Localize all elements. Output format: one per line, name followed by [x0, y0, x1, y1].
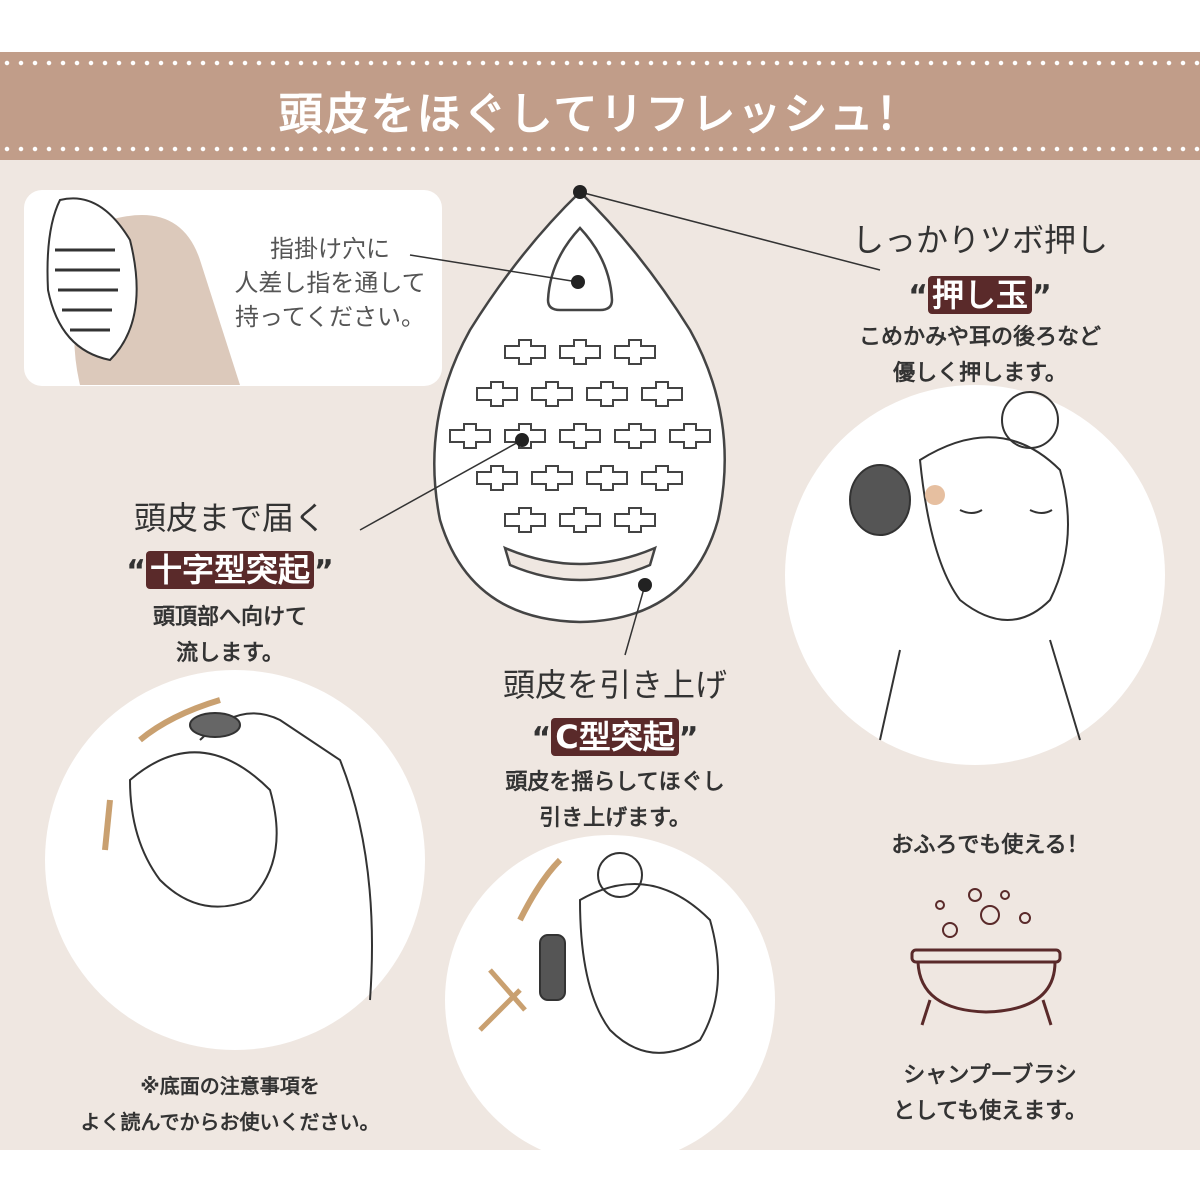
cross-label: “十字型突起” — [126, 551, 334, 589]
cross-heading: 頭皮まで届く — [133, 499, 326, 537]
cross-protrusion — [641, 465, 683, 491]
cross-protrusion — [559, 339, 601, 365]
text-line: 頭頂部へ向けて — [152, 605, 307, 630]
c-shape-label: “C型突起” — [531, 718, 699, 756]
hand-brush-illustration — [46, 197, 241, 385]
bubbles-icon — [935, 888, 1031, 938]
press-desc: こめかみや耳の後ろなど 優しく押します。 — [820, 320, 1140, 392]
press-label-text: 押し玉 — [927, 276, 1032, 314]
text-line: 引き上げます。 — [539, 806, 691, 831]
dotted-border-top — [0, 60, 1200, 66]
text-line: 持ってください。 — [234, 303, 426, 331]
brush-diagram — [433, 190, 726, 624]
c-shape-heading: 頭皮を引き上げ — [502, 666, 727, 704]
press-illustration-circle — [785, 385, 1165, 765]
bath-heading: おふろでも使える！ — [891, 833, 1089, 858]
text-line: としても使えます。 — [892, 1099, 1088, 1124]
caution-note: ※底面の注意事項を よく読んでからお使いください。 — [40, 1068, 420, 1140]
bathtub-icon — [910, 948, 1062, 1026]
cross-protrusion — [504, 339, 546, 365]
text-line: 指掛け穴に — [270, 235, 390, 263]
cross-protrusion — [586, 465, 628, 491]
cross-protrusion — [559, 507, 601, 533]
text-line: ※底面の注意事項を — [140, 1074, 320, 1098]
face-cross — [102, 697, 373, 1001]
c-shape-label-text: C型突起 — [551, 718, 679, 756]
face-c-shape — [478, 852, 719, 1054]
face-press — [849, 391, 1081, 741]
cross-protrusion — [449, 423, 491, 449]
callout-dots — [515, 185, 652, 592]
cross-protrusion — [531, 381, 573, 407]
cross-protrusion — [531, 465, 573, 491]
text-line: 人差し指を通して — [234, 269, 426, 297]
text-line: よく読んでからお使いください。 — [80, 1110, 380, 1134]
text-line: シャンプーブラシ — [903, 1063, 1077, 1088]
cross-protrusion — [641, 381, 683, 407]
cross-protrusion — [504, 507, 546, 533]
cross-protrusions — [449, 339, 711, 533]
bath-desc: シャンプーブラシ としても使えます。 — [850, 1058, 1130, 1130]
cross-protrusion — [614, 507, 656, 533]
cross-protrusion — [476, 381, 518, 407]
press-heading: しっかりツボ押し — [851, 221, 1108, 259]
cross-protrusion — [559, 423, 601, 449]
text-line: こめかみや耳の後ろなど — [858, 325, 1101, 350]
cross-label-text: 十字型突起 — [145, 551, 314, 589]
cross-protrusion — [614, 339, 656, 365]
text-line: 流します。 — [176, 641, 284, 666]
dotted-border-bottom — [0, 146, 1200, 152]
finger-hole-text: 指掛け穴に 人差し指を通して 持ってください。 — [210, 232, 450, 334]
press-label: “押し玉” — [908, 276, 1052, 314]
cross-protrusion — [614, 423, 656, 449]
header-band — [0, 52, 1200, 160]
page-title: 頭皮をほぐしてリフレッシュ！ — [278, 89, 922, 140]
cross-protrusion — [586, 381, 628, 407]
text-line: 頭皮を揺らしてほぐし — [505, 770, 725, 795]
callout-lines — [359, 191, 881, 656]
cross-protrusion — [476, 465, 518, 491]
cross-desc: 頭頂部へ向けて 流します。 — [100, 600, 360, 672]
c-shape-desc: 頭皮を揺らしてほぐし 引き上げます。 — [450, 765, 780, 837]
cross-protrusion — [669, 423, 711, 449]
text-line: 優しく押します。 — [893, 361, 1067, 386]
